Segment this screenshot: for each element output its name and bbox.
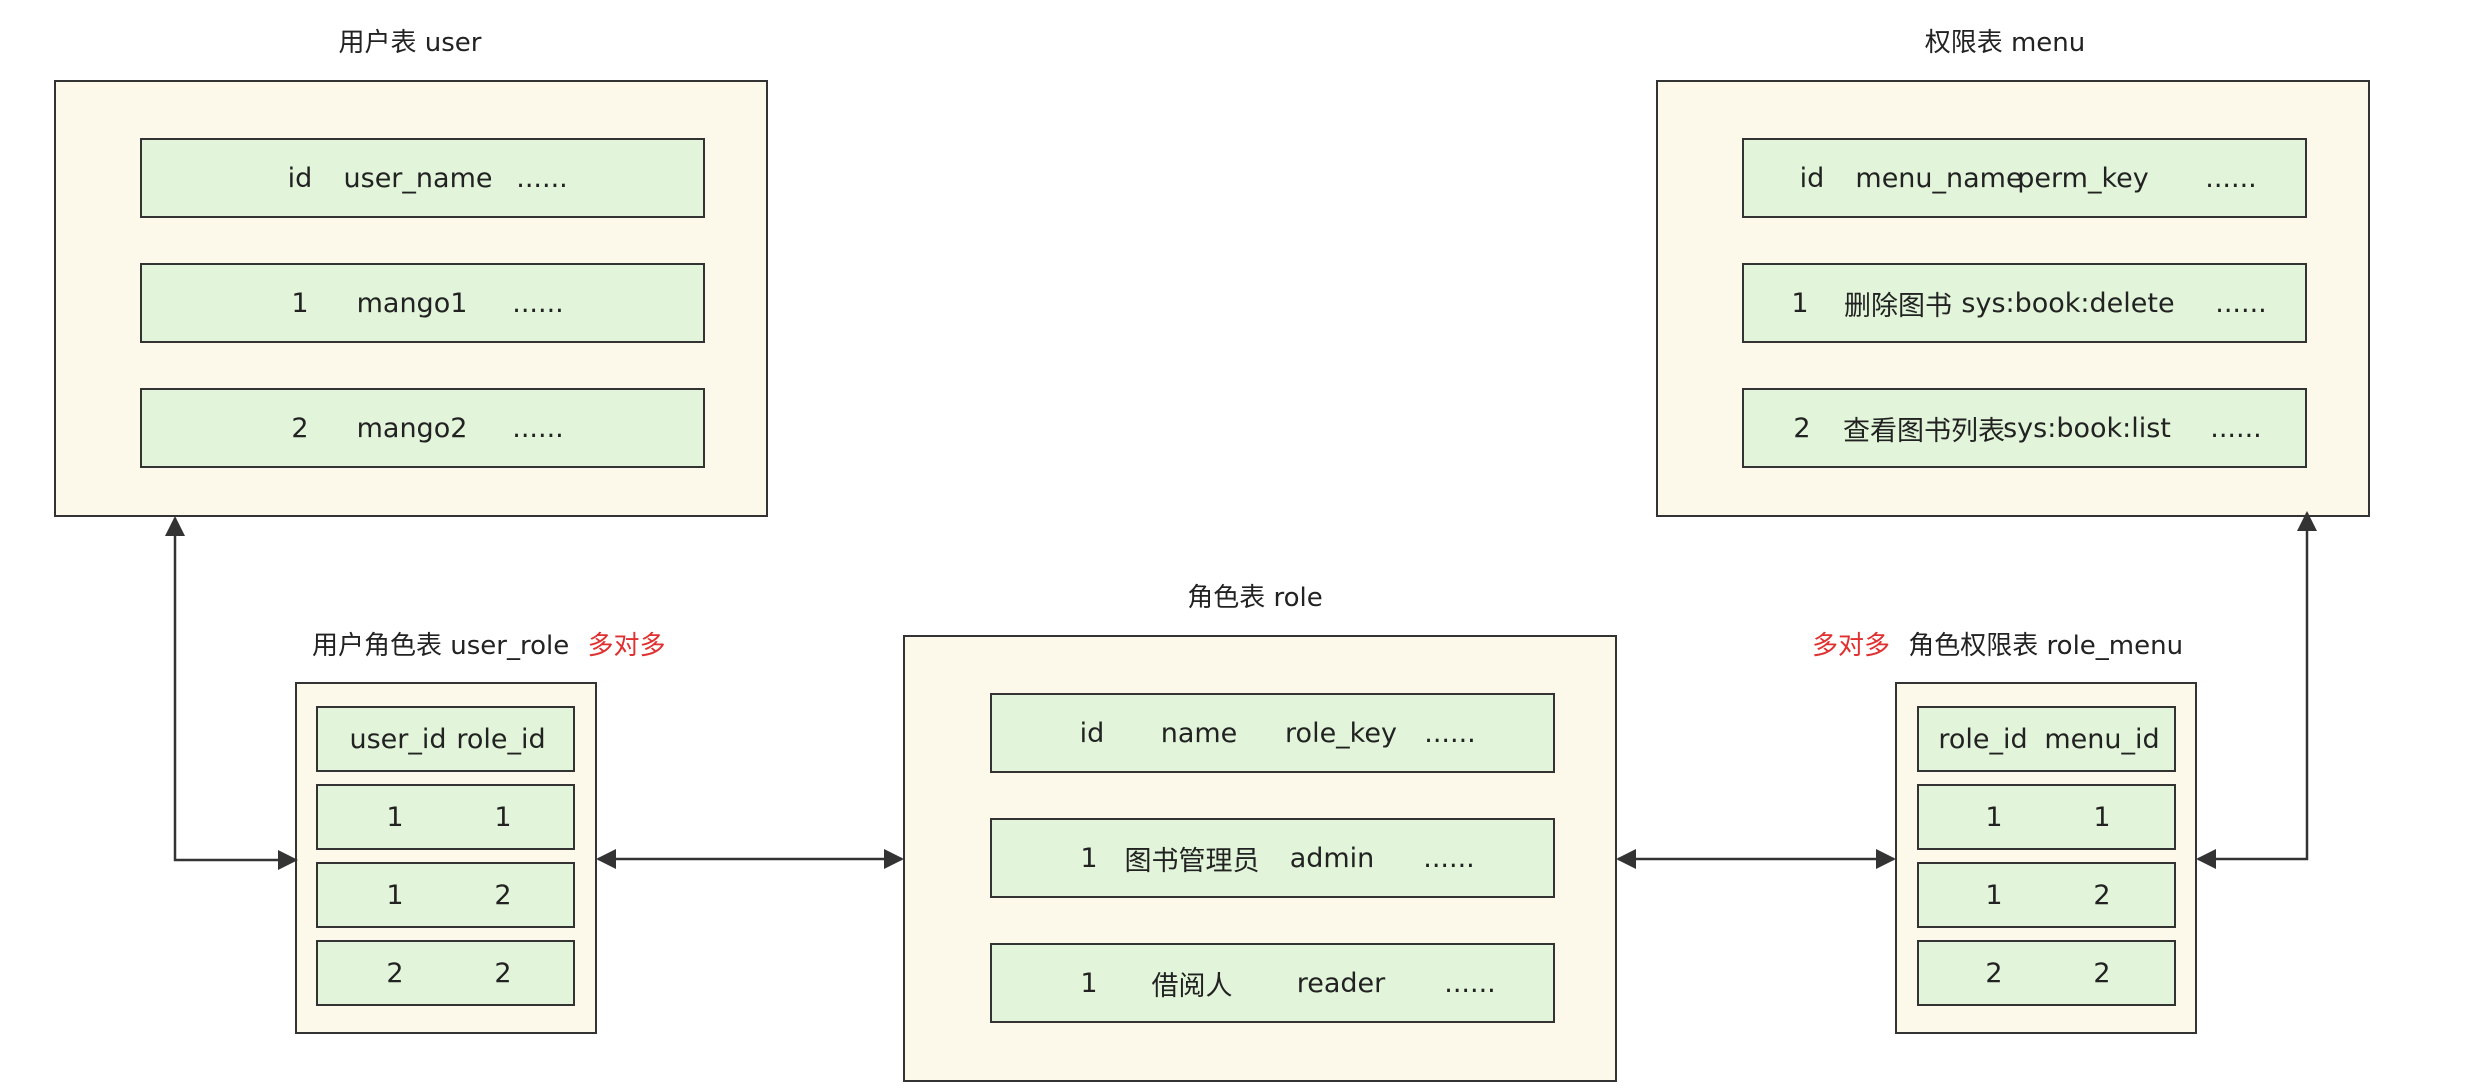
table-cell: perm_key xyxy=(2017,162,2149,194)
role-menu-relation-tag: 多对多 xyxy=(1812,631,1891,661)
table-cell: 借阅人 xyxy=(1151,970,1233,1002)
role-table-title: 角色表 role xyxy=(1187,583,1323,613)
table-cell: ...... xyxy=(512,412,564,444)
user-role-row: 1 1 xyxy=(316,784,575,850)
user-role-table-title: 用户角色表 user_role 多对多 xyxy=(312,625,672,662)
role-table-row: 1 图书管理员 admin ...... xyxy=(990,818,1555,898)
table-cell: ...... xyxy=(2215,287,2267,319)
user-table-row: 2 mango2 ...... xyxy=(140,388,705,468)
table-cell: role_id xyxy=(456,723,546,755)
menu-table-row: 2 查看图书列表 sys:book:list ...... xyxy=(1742,388,2307,468)
table-cell: 图书管理员 xyxy=(1124,845,1260,877)
table-cell: mango2 xyxy=(356,412,468,444)
role-menu-title-text: 角色权限表 role_menu xyxy=(1908,631,2184,661)
user-role-row: 2 2 xyxy=(316,940,575,1006)
table-cell: role_id xyxy=(1938,723,2028,755)
table-cell: 1 xyxy=(386,801,404,833)
menu-table-header-row: id menu_name perm_key ...... xyxy=(1742,138,2307,218)
table-cell: 2 xyxy=(494,879,512,911)
table-cell: 1 xyxy=(1791,287,1809,319)
table-cell: 1 xyxy=(291,287,309,319)
user-role-relation-tag: 多对多 xyxy=(587,631,666,661)
table-cell: 2 xyxy=(2093,879,2111,911)
table-cell: 2 xyxy=(494,957,512,989)
table-cell: 1 xyxy=(2093,801,2111,833)
role-menu-row: 1 2 xyxy=(1917,862,2176,928)
user-role-title-text: 用户角色表 user_role xyxy=(312,631,570,661)
table-cell: 2 xyxy=(2093,957,2111,989)
table-cell: sys:book:list xyxy=(2003,412,2171,444)
table-cell: 查看图书列表 xyxy=(1843,415,2005,447)
table-cell: ...... xyxy=(1444,967,1496,999)
user-table-row: 1 mango1 ...... xyxy=(140,263,705,343)
user-role-header-row: user_id role_id xyxy=(316,706,575,772)
table-cell: id xyxy=(287,162,313,194)
table-cell: 2 xyxy=(291,412,309,444)
table-cell: mango1 xyxy=(356,287,468,319)
role-menu-to-menu-arrow xyxy=(2196,511,2317,869)
table-cell: 删除图书 xyxy=(1844,290,1952,322)
table-cell: user_id xyxy=(349,723,447,755)
table-cell: user_name xyxy=(343,162,493,194)
table-cell: 1 xyxy=(386,879,404,911)
table-cell: 1 xyxy=(1080,967,1098,999)
menu-table-row: 1 删除图书 sys:book:delete ...... xyxy=(1742,263,2307,343)
table-cell: 2 xyxy=(386,957,404,989)
table-cell: admin xyxy=(1289,842,1375,874)
user-role-row: 1 2 xyxy=(316,862,575,928)
table-cell: 2 xyxy=(1985,957,2003,989)
role-menu-row: 1 1 xyxy=(1917,784,2176,850)
table-cell: 1 xyxy=(1985,879,2003,911)
table-cell: sys:book:delete xyxy=(1961,287,2175,319)
role-menu-header-row: role_id menu_id xyxy=(1917,706,2176,772)
role-table-header-row: id name role_key ...... xyxy=(990,693,1555,773)
table-cell: reader xyxy=(1296,967,1386,999)
role-table-row: 1 借阅人 reader ...... xyxy=(990,943,1555,1023)
table-cell: ...... xyxy=(1424,717,1476,749)
table-cell: 2 xyxy=(1793,412,1811,444)
table-cell: ...... xyxy=(512,287,564,319)
role-menu-table-title: 多对多 角色权限表 role_menu xyxy=(1812,625,2192,662)
table-cell: 1 xyxy=(1985,801,2003,833)
user-role-to-user-arrow xyxy=(165,516,298,870)
table-cell: menu_name xyxy=(1855,162,2023,194)
table-cell: ...... xyxy=(2210,412,2262,444)
table-cell: ...... xyxy=(1423,842,1475,874)
table-cell: id xyxy=(1799,162,1825,194)
role-menu-row: 2 2 xyxy=(1917,940,2176,1006)
table-cell: 1 xyxy=(1080,842,1098,874)
user-table-title: 用户表 user xyxy=(338,28,482,58)
table-cell: 1 xyxy=(494,801,512,833)
table-cell: ...... xyxy=(2205,162,2257,194)
table-cell: menu_id xyxy=(2044,723,2160,755)
table-cell: name xyxy=(1160,717,1238,749)
menu-table-title: 权限表 menu xyxy=(1924,28,2086,58)
table-cell: role_key xyxy=(1285,717,1397,749)
table-cell: ...... xyxy=(516,162,568,194)
user-table-header-row: id user_name ...... xyxy=(140,138,705,218)
table-cell: id xyxy=(1079,717,1105,749)
